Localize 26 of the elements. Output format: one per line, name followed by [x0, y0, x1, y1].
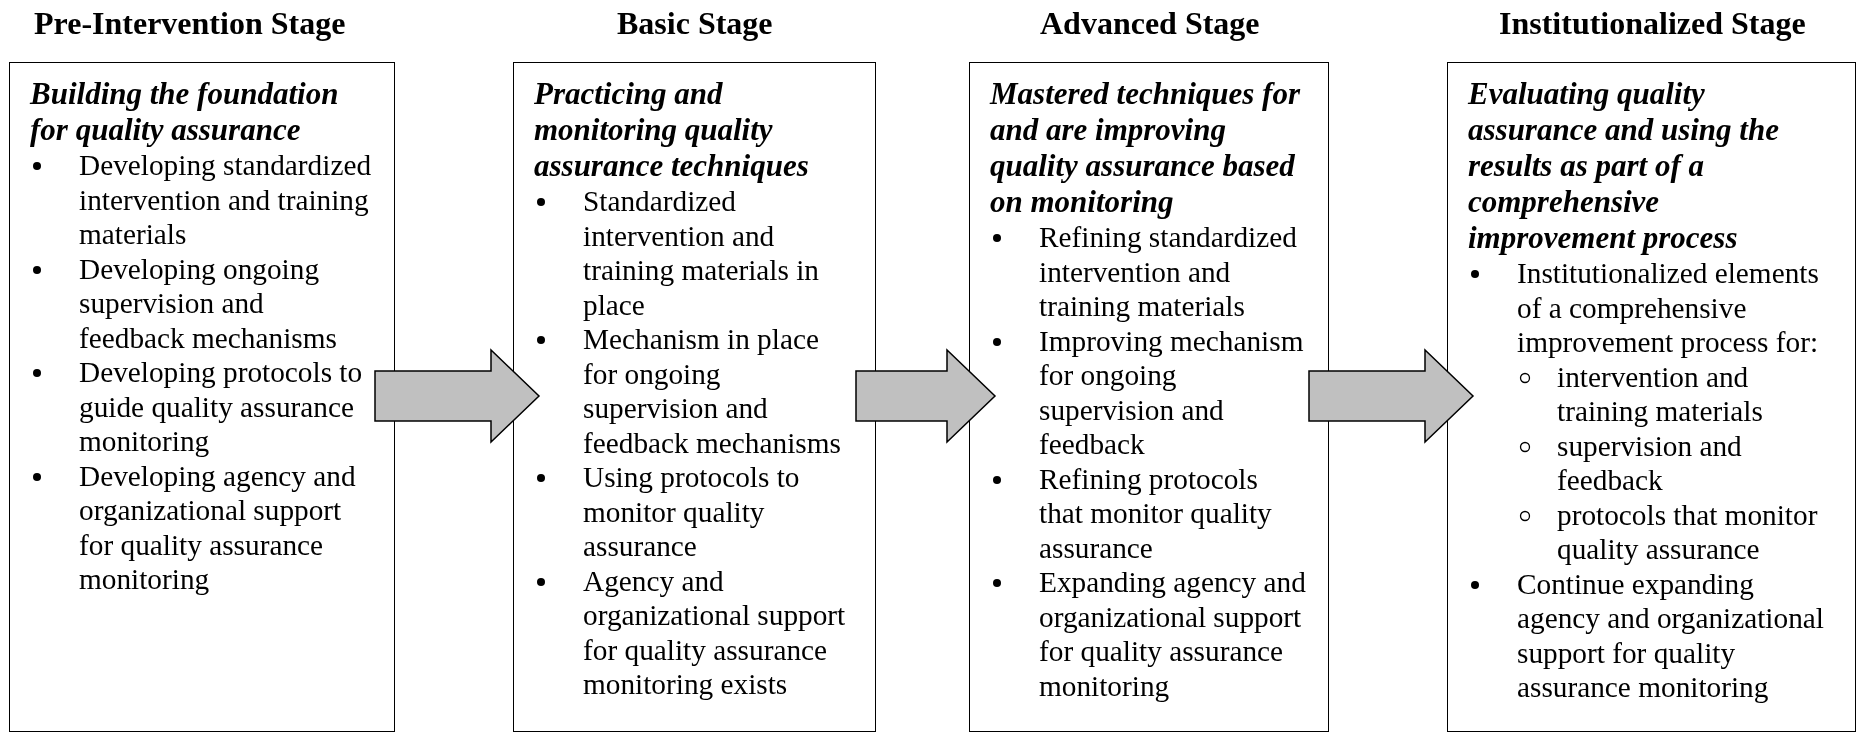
bullet-text: Refining protocols that monitor quality assurance: [1039, 462, 1272, 564]
stage-title: Evaluating quality assurance and using the results as part of a comprehensive improvement process: [1468, 76, 1780, 256]
bullet-text: Developing ongoing supervision and feedback mechanisms: [79, 252, 337, 354]
stage-title: Building the foundation for quality assurance: [30, 76, 340, 148]
bullet-text: Improving mechanism for ongoing supervision and feedback: [1039, 324, 1304, 460]
block-arrow: [1308, 348, 1475, 444]
bullet-text: Developing protocols to guide quality assurance monitoring: [79, 356, 363, 457]
bullet-text: Refining standardized intervention and training materials: [1039, 221, 1297, 322]
bullet-text: Using protocols to monitor quality assurance: [583, 461, 800, 562]
bullet-text: Expanding agency and organizational support for quality assurance monitoring: [1039, 566, 1306, 702]
block-arrow: [855, 348, 997, 444]
bullet-text: Mechanism in place for ongoing supervision and feedback mechanisms: [583, 323, 841, 459]
stage-title: Mastered techniques for and are improving quality assurance based on monitoring: [990, 76, 1302, 220]
bullet-text: protocols that monitor quality assurance: [1557, 498, 1818, 565]
stage-heading: Institutionalized Stage: [1499, 4, 1806, 42]
block-arrow: [374, 348, 541, 444]
bullet-text: Developing standardized intervention and training materials: [79, 149, 372, 250]
bullet-text: Continue expanding agency and organizational support for quality assurance monitoring: [1517, 567, 1824, 703]
stage-heading: Advanced Stage: [1040, 4, 1260, 42]
bullet-text: Developing agency and organizational support for quality assurance monitoring: [79, 459, 356, 595]
bullet-text: Standardized intervention and training materials in place: [583, 185, 819, 321]
stage-title: Practicing and monitoring quality assurance techniques: [534, 76, 810, 184]
bullet-text: Institutionalized elements of a comprehensive improvement process for:: [1517, 257, 1819, 358]
stage-heading: Pre-Intervention Stage: [34, 4, 346, 42]
stage-heading: Basic Stage: [617, 4, 773, 42]
bullet-text: Agency and organizational support for quality assurance monitoring exists: [583, 564, 846, 700]
